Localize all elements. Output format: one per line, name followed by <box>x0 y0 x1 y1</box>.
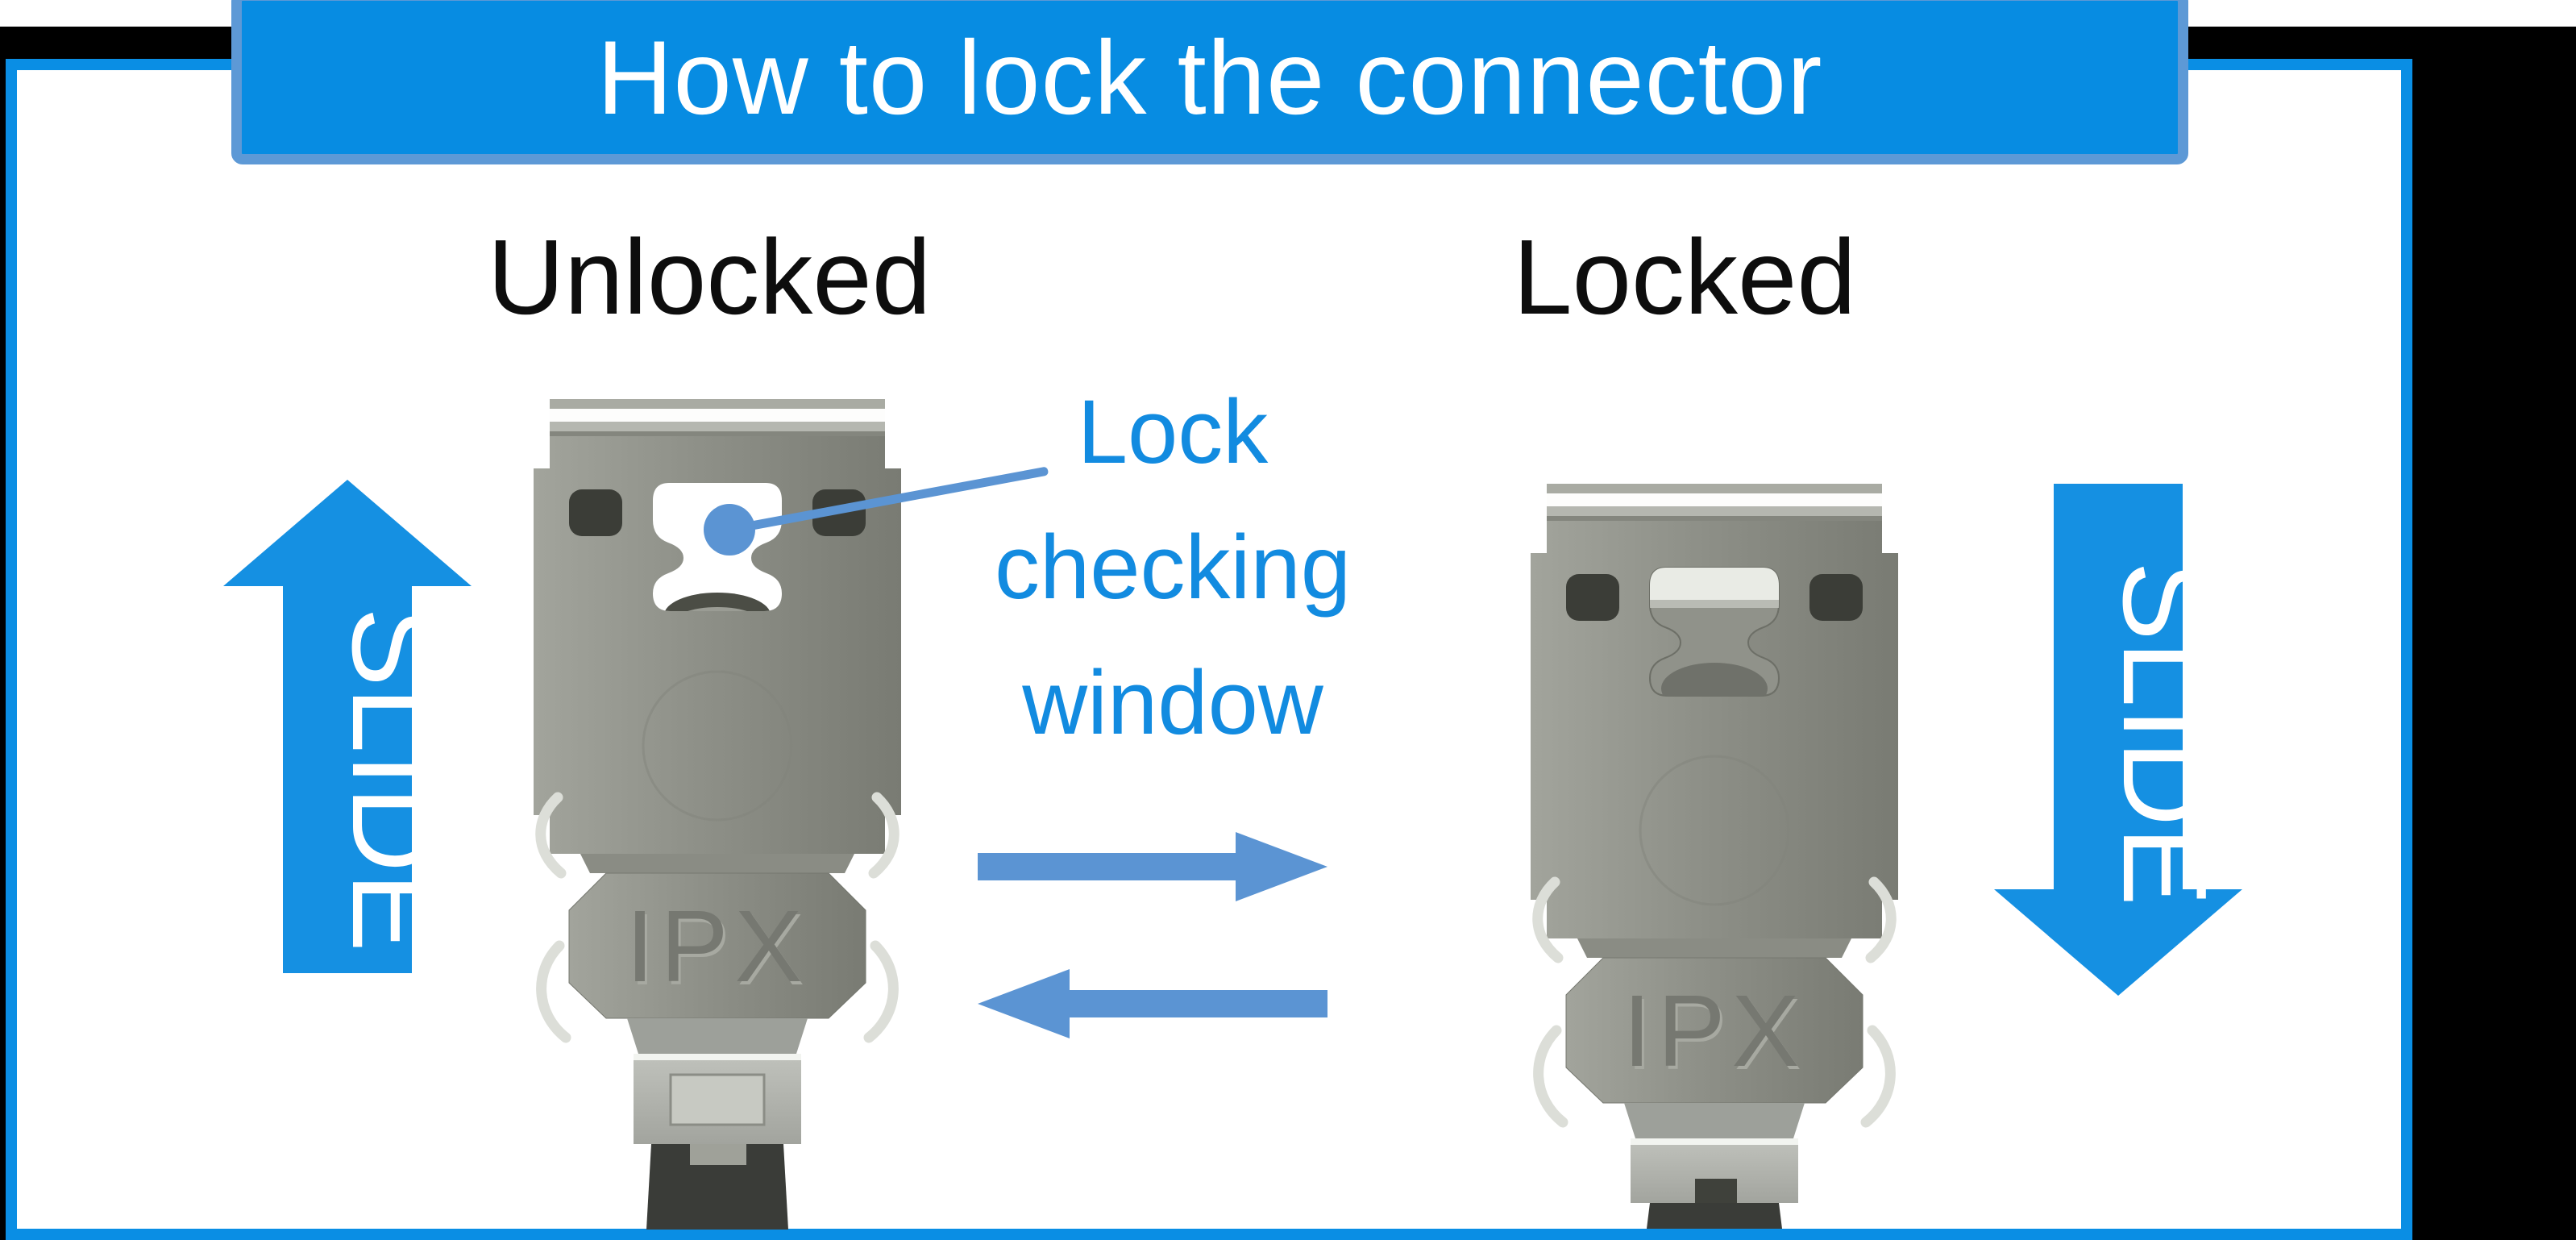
connector-cable <box>646 1144 788 1230</box>
latch-in-window <box>1650 568 1779 696</box>
neck-pinch <box>580 854 854 873</box>
ipx-plate <box>1565 957 1863 1104</box>
ipx-embossed-text-highlight: IPX <box>1625 977 1808 1091</box>
bottom-cap-inset <box>669 1073 766 1126</box>
slide-down-arrow-label: SLIDE <box>2098 561 2231 906</box>
spring-clips <box>1532 876 1897 1128</box>
left-notch <box>569 489 622 536</box>
ipx-embossed-text: IPX <box>1622 974 1805 1088</box>
bottom-cap-highlight <box>1631 1138 1798 1145</box>
connector-shell <box>1531 511 1898 938</box>
right-notch <box>1809 574 1863 621</box>
arrow-right-icon <box>978 832 1327 901</box>
annotation-line: window <box>1022 652 1323 753</box>
slide-up-arrow: SLIDE <box>223 480 472 973</box>
window-inner-shading <box>664 593 771 611</box>
connector-top-cap <box>550 399 885 436</box>
bottom-cap-notch <box>1695 1179 1737 1203</box>
embossed-circle <box>642 670 793 822</box>
spring-clips <box>535 792 900 1043</box>
annotation-line: Lock <box>1077 381 1269 482</box>
locked-label: Locked <box>1513 218 1856 336</box>
bottom-cap-highlight <box>634 1054 801 1060</box>
neck-pinch <box>1577 938 1851 958</box>
slide-up-arrow-label: SLIDE <box>327 607 460 952</box>
ipx-embossed-text: IPX <box>625 889 808 1003</box>
lock-checking-window-annotation: Lock checking window <box>987 364 1358 771</box>
connector-cable <box>1647 1203 1782 1229</box>
connector-top-cap <box>1547 484 1882 521</box>
bottom-step <box>1624 1103 1805 1138</box>
locked-connector-illustration: IPX IPX <box>1531 484 1898 1229</box>
slide-down-arrow: SLIDE <box>1994 484 2242 996</box>
bottom-step <box>627 1018 808 1054</box>
lock-indicator-dot <box>704 504 755 556</box>
annotation-line: checking <box>994 517 1352 618</box>
unlocked-connector-illustration: IPX IPX <box>534 399 901 1230</box>
bottom-cap-tab <box>690 1144 746 1165</box>
left-notch <box>1566 574 1619 621</box>
connector-shell <box>534 427 901 854</box>
page-title: How to lock the connector <box>596 19 1823 136</box>
state-transition-arrows <box>978 832 1327 1038</box>
unlocked-label: Unlocked <box>487 218 932 336</box>
ipx-embossed-text-highlight: IPX <box>628 893 811 1006</box>
title-banner: How to lock the connector <box>231 0 2188 164</box>
embossed-circle <box>1639 755 1790 906</box>
slide-up-arrow-shape <box>223 480 472 973</box>
ipx-plate <box>568 872 866 1019</box>
slide-down-arrow-shape <box>1994 484 2242 996</box>
arrow-left-icon <box>978 969 1327 1038</box>
